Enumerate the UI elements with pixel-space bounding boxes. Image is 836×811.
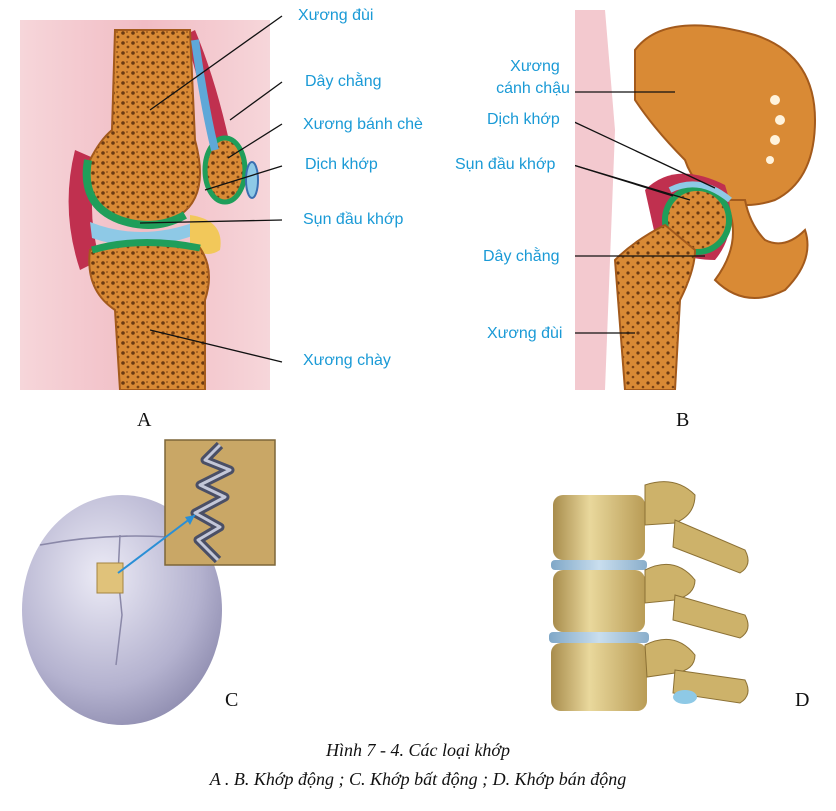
label-a-synovial: Dịch khớp (305, 156, 378, 173)
label-a-patella: Xương bánh chè (303, 116, 423, 133)
ilium-bone (634, 24, 817, 206)
knee-illustration (20, 15, 283, 390)
hip-illustration (575, 10, 817, 390)
panel-letter-a: A (137, 409, 152, 431)
suture-highlight (193, 443, 232, 562)
label-b-cartilage: Sụn đầu khớp (455, 156, 556, 173)
label-b-synovial: Dịch khớp (487, 111, 560, 128)
vertebra-3 (551, 643, 647, 711)
synovial-fluid-b (668, 181, 732, 203)
femur-shaft-b (613, 223, 697, 390)
panel-letter-d: D (795, 689, 810, 711)
panel-letter-b: B (676, 409, 690, 431)
ligament-band (191, 39, 219, 151)
label-a-ligament: Dây chằng (305, 73, 382, 90)
femoral-head (662, 185, 732, 255)
leader-lines-b (575, 91, 716, 334)
figure-caption-subtitle: A . B. Khớp động ; C. Khớp bất động ; D.… (209, 769, 627, 789)
zoom-arrow-head (185, 515, 195, 525)
panel-b-hip-joint (575, 10, 825, 390)
tibia-cartilage (91, 238, 201, 254)
zoom-arrow (117, 514, 196, 574)
vertebra-1 (553, 495, 645, 560)
panel-a-knee-joint (20, 10, 300, 390)
leader-lines-a (139, 15, 283, 363)
label-b-ilium-line2: cánh chậu (496, 80, 570, 97)
panel-d-vertebrae (545, 475, 760, 715)
sagittal-suture (115, 534, 123, 666)
disc-1 (551, 560, 647, 570)
label-b-femur: Xương đùi (487, 325, 563, 342)
label-b-ilium-line1: Xương (510, 58, 560, 75)
label-a-cartilage: Sụn đầu khớp (303, 211, 404, 228)
vertebra-2 (553, 570, 645, 632)
disc-2 (549, 632, 649, 643)
label-b-ligament: Dây chằng (483, 248, 560, 265)
pubis-bone (713, 199, 809, 299)
figure-caption-title: Hình 7 - 4. Các loại khớp (325, 740, 511, 760)
zoom-region (96, 562, 124, 594)
label-a-femur: Xương đùi (298, 7, 374, 24)
vertebrae-illustration (549, 481, 749, 711)
skull-illustration (22, 439, 276, 725)
panel-c-skull-suture (20, 435, 300, 725)
sacral-holes (766, 95, 785, 164)
synovial-fluid (90, 222, 195, 246)
spinous-processes (644, 481, 749, 704)
label-a-tibia: Xương chày (303, 352, 391, 369)
nerve-root (673, 690, 697, 704)
panel-letter-c: C (225, 689, 239, 711)
bursa (245, 161, 259, 199)
soft-tissue-b (575, 10, 615, 390)
